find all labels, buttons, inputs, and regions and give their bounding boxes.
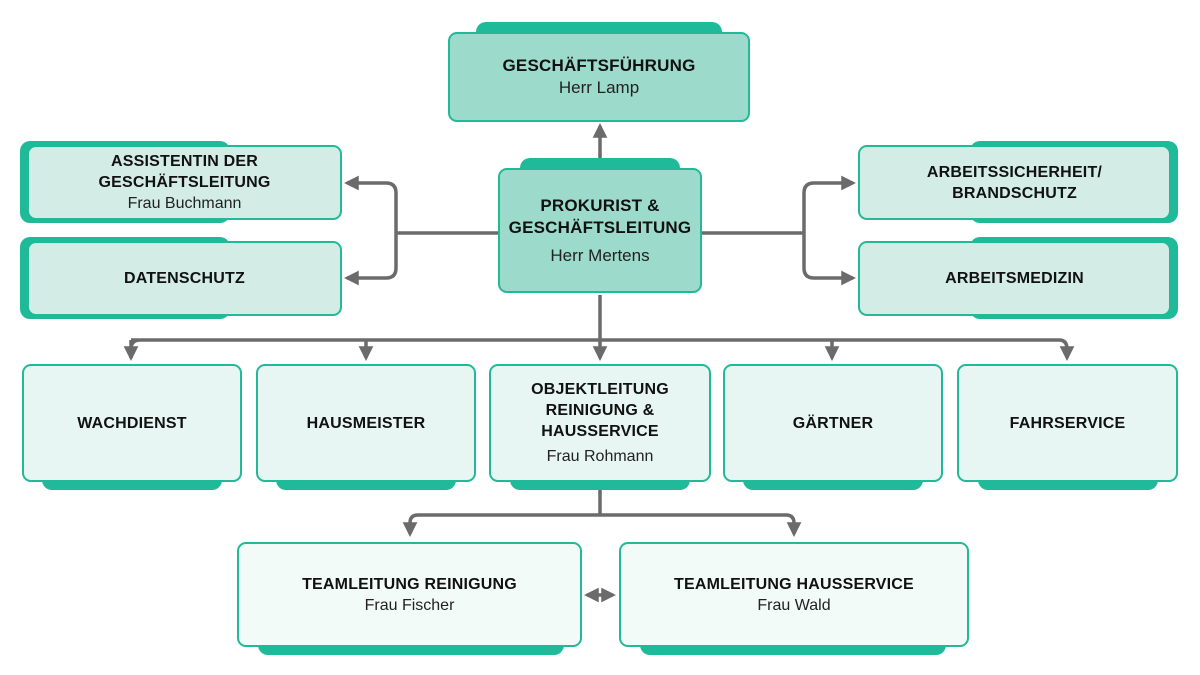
node-title: GÄRTNER — [792, 414, 874, 432]
node-person: Frau Fischer — [364, 596, 455, 614]
node-fahrservice: FAHRSERVICE — [957, 364, 1178, 482]
node-gaertner: GÄRTNER — [723, 364, 943, 482]
connector-right-arbeitsmedizin — [802, 233, 856, 286]
node-title: ARBEITSSICHERHEIT/ BRANDSCHUTZ — [926, 163, 1103, 202]
node-prokurist: PROKURIST & GESCHÄFTSLEITUNG Herr Merten… — [498, 168, 702, 293]
node-title: OBJEKTLEITUNG REINIGUNG & HAUSSERVICE — [531, 381, 669, 440]
node-title: PROKURIST & GESCHÄFTSLEITUNG — [508, 195, 692, 237]
node-title: DATENSCHUTZ — [123, 270, 245, 287]
node-person: Herr Mertens — [550, 245, 650, 265]
node-title: TEAMLEITUNG HAUSSERVICE — [674, 575, 914, 593]
node-title: ASSISTENTIN DER GESCHÄFTSLEITUNG — [98, 153, 271, 191]
node-person: Frau Rohmann — [546, 448, 654, 465]
node-teamleitung-hausservice: TEAMLEITUNG HAUSSERVICE Frau Wald — [619, 542, 969, 647]
node-title: GESCHÄFTSFÜHRUNG — [502, 56, 696, 75]
node-person: Frau Buchmann — [127, 195, 242, 212]
connector-left-datenschutz — [344, 233, 398, 286]
node-person: Frau Wald — [757, 596, 831, 614]
connector-to-tl-hausservice — [600, 513, 802, 537]
node-title: HAUSMEISTER — [306, 414, 426, 432]
node-title: ARBEITSMEDIZIN — [945, 270, 1084, 287]
node-title: WACHDIENST — [77, 414, 187, 432]
node-teamleitung-reinigung: TEAMLEITUNG REINIGUNG Frau Fischer — [237, 542, 582, 647]
connector-left-assistenz — [344, 175, 398, 233]
node-objektleitung: OBJEKTLEITUNG REINIGUNG & HAUSSERVICE Fr… — [489, 364, 711, 482]
node-arbeitssicherheit: ARBEITSSICHERHEIT/ BRANDSCHUTZ — [858, 145, 1171, 220]
connector-right-arbeitssicherheit — [802, 175, 856, 233]
node-assistenz: ASSISTENTIN DER GESCHÄFTSLEITUNG Frau Bu… — [27, 145, 342, 220]
node-wachdienst: WACHDIENST — [22, 364, 242, 482]
node-datenschutz: DATENSCHUTZ — [27, 241, 342, 316]
node-hausmeister: HAUSMEISTER — [256, 364, 476, 482]
node-title: TEAMLEITUNG REINIGUNG — [302, 575, 517, 593]
node-geschaeftsfuehrung: GESCHÄFTSFÜHRUNG Herr Lamp — [448, 32, 750, 122]
connector-to-tl-reinigung — [402, 513, 600, 537]
node-title: FAHRSERVICE — [1009, 414, 1126, 432]
node-person: Herr Lamp — [558, 78, 640, 97]
node-arbeitsmedizin: ARBEITSMEDIZIN — [858, 241, 1171, 316]
